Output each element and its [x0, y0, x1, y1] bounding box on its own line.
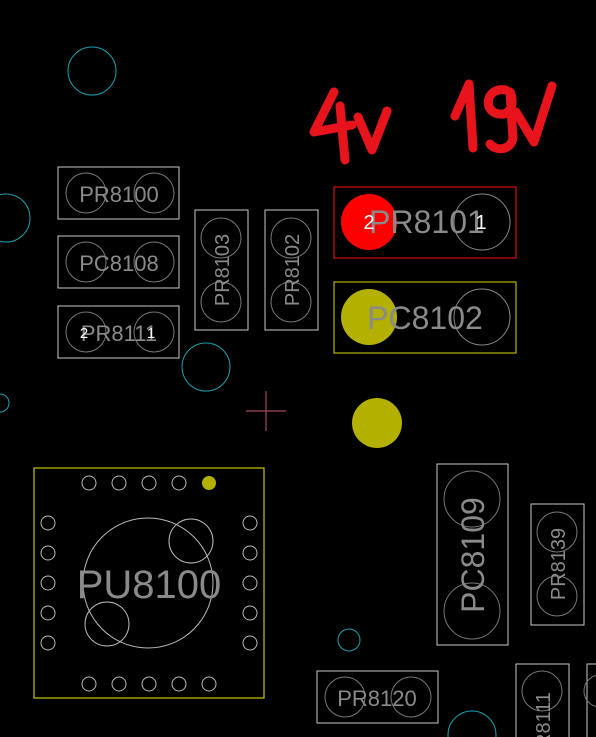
via-highlight-yellow[interactable] — [352, 398, 402, 448]
pin-highlight-red[interactable] — [341, 194, 397, 250]
component-pr8102[interactable]: PR8102 — [264, 209, 319, 331]
component-pr8120[interactable]: PR8120 — [316, 670, 439, 724]
component-label: PR8103 — [212, 234, 234, 306]
component-pr8103[interactable]: PR8103 — [194, 209, 249, 331]
via-circle[interactable] — [337, 628, 361, 652]
pin-label: 2 — [80, 325, 88, 342]
via-circle[interactable] — [0, 393, 10, 413]
via-circle[interactable] — [0, 193, 31, 243]
crosshair-cursor-icon — [246, 391, 286, 431]
pin-highlight-yellow[interactable] — [341, 289, 397, 345]
component-label: PC8102 — [367, 300, 483, 336]
component-pr8100[interactable]: PR8100 — [57, 166, 180, 220]
component-label: PR8111 — [81, 321, 157, 346]
component-label: PR8102 — [282, 234, 304, 306]
voltage-annotation-4v: 4v — [309, 87, 392, 165]
component-label: PC8108 — [79, 251, 159, 276]
component-label: PU8100 — [77, 563, 222, 607]
pin-label: 1 — [147, 325, 155, 342]
component-label: R8111 — [533, 692, 555, 737]
component-pr8139[interactable]: PR8139 — [530, 503, 585, 626]
component-label: PR8139 — [548, 528, 570, 600]
via-circle[interactable] — [181, 342, 231, 392]
pin1-highlight-yellow[interactable] — [202, 476, 216, 490]
via-circle[interactable] — [447, 710, 497, 737]
pin-label: 2 — [363, 212, 374, 234]
component-label: PR8101 — [369, 204, 485, 240]
component-pc8108[interactable]: PC8108 — [57, 235, 180, 289]
component-pr8111[interactable]: PR8111 2 1 — [57, 305, 180, 359]
component-pu8100[interactable]: PU8100 — [33, 467, 265, 699]
component-label: PC8109 — [455, 497, 491, 613]
voltage-annotation-19v: 19v — [450, 79, 557, 154]
via-group — [0, 46, 497, 737]
component-pc8109[interactable]: PC8109 — [436, 463, 509, 646]
component-pr8111-partial[interactable]: R8111 — [515, 663, 596, 737]
component-label: PR8120 — [337, 686, 417, 711]
component-label: PR8100 — [79, 182, 159, 207]
component-pr8101[interactable]: PR8101 2 1 — [333, 186, 517, 259]
via-circle[interactable] — [67, 46, 117, 96]
pin-label: 1 — [475, 212, 486, 234]
component-pc8102[interactable]: PC8102 — [333, 281, 517, 354]
